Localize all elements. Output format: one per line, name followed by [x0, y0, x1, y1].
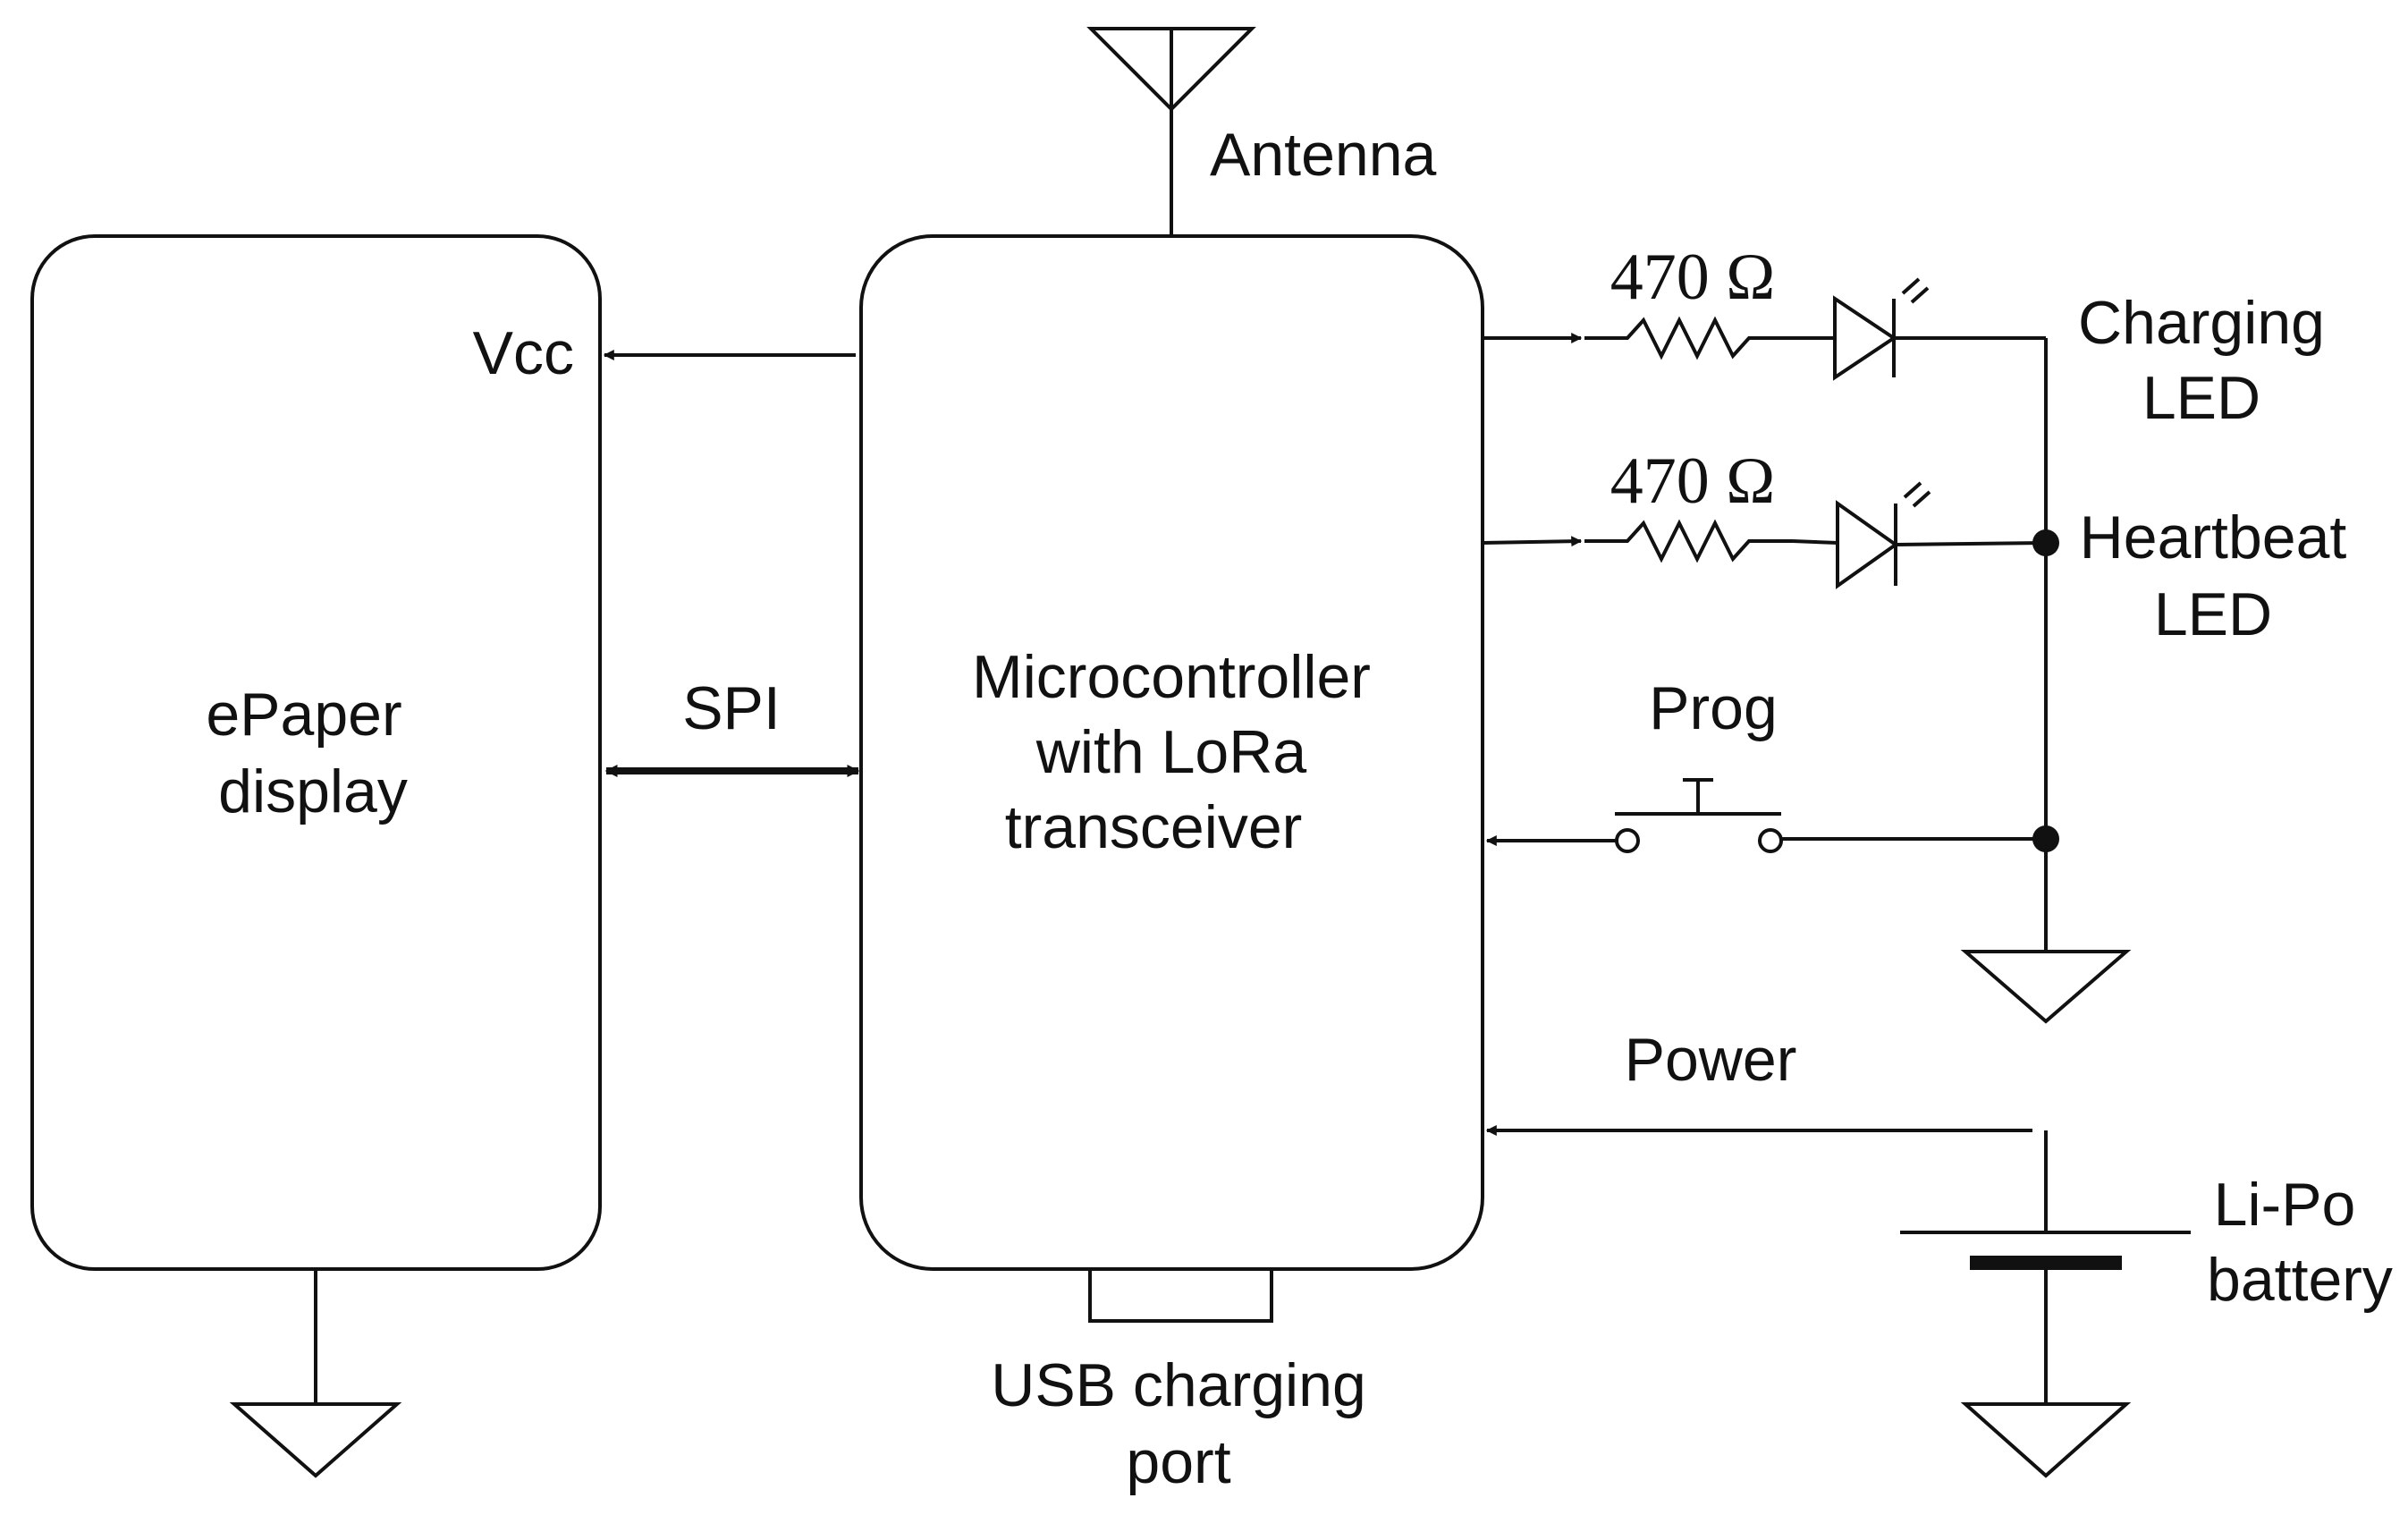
- charging-led-label-line2: LED: [2142, 364, 2260, 432]
- heartbeat-led-label-line1: Heartbeat: [2080, 504, 2347, 571]
- power-label: Power: [1625, 1026, 1797, 1094]
- epaper-display-block: ePaper display Vcc: [30, 234, 602, 1271]
- usb-label-line2: port: [1126, 1428, 1230, 1496]
- usb-port: USB charging port: [991, 1267, 1366, 1496]
- prog-label: Prog: [1649, 674, 1778, 742]
- mcu-label-line2: with LoRa: [1035, 718, 1307, 786]
- mcu-label-line1: Microcontroller: [972, 643, 1371, 711]
- epaper-label-line2: display: [218, 758, 408, 825]
- charging-led-branch: 470 Ω Charging LED: [1483, 241, 2325, 841]
- junction-dot: [2032, 529, 2059, 556]
- antenna-icon: Antenna: [1086, 27, 1437, 236]
- prog-button-branch: Prog: [1485, 674, 2059, 853]
- epaper-label-line1: ePaper: [206, 681, 401, 749]
- antenna-label: Antenna: [1210, 121, 1437, 189]
- charging-led-icon: [1833, 295, 1897, 381]
- battery-label-line2: battery: [2207, 1246, 2393, 1314]
- epaper-ground-symbol: [229, 1269, 402, 1478]
- power-line: Power: [1485, 1026, 2048, 1232]
- resistor-1-value: 470 Ω: [1610, 241, 1776, 314]
- battery-label-line1: Li-Po: [2214, 1171, 2356, 1239]
- heartbeat-led-branch: 470 Ω Heartbeat LED: [1482, 444, 2347, 648]
- charging-led-label-line1: Charging: [2078, 289, 2325, 357]
- led-ground-symbol: [1960, 839, 2132, 1024]
- vcc-label: Vcc: [473, 319, 574, 387]
- spi-bus: SPI: [604, 674, 860, 777]
- switch-contact-right: [1758, 828, 1783, 853]
- resistor-2-value: 470 Ω: [1610, 444, 1776, 518]
- microcontroller-block: Microcontroller with LoRa transceiver: [859, 234, 1484, 1271]
- battery-ground-symbol: [1960, 1402, 2132, 1478]
- heartbeat-led-label-line2: LED: [2154, 580, 2272, 648]
- heartbeat-led-icon: [1836, 500, 1899, 589]
- mcu-label-line3: transceiver: [1005, 793, 1303, 861]
- switch-contact-left: [1615, 828, 1640, 853]
- usb-label-line1: USB charging: [991, 1351, 1366, 1419]
- spi-label: SPI: [682, 674, 781, 742]
- battery-icon: Li-Po battery: [1900, 1171, 2393, 1404]
